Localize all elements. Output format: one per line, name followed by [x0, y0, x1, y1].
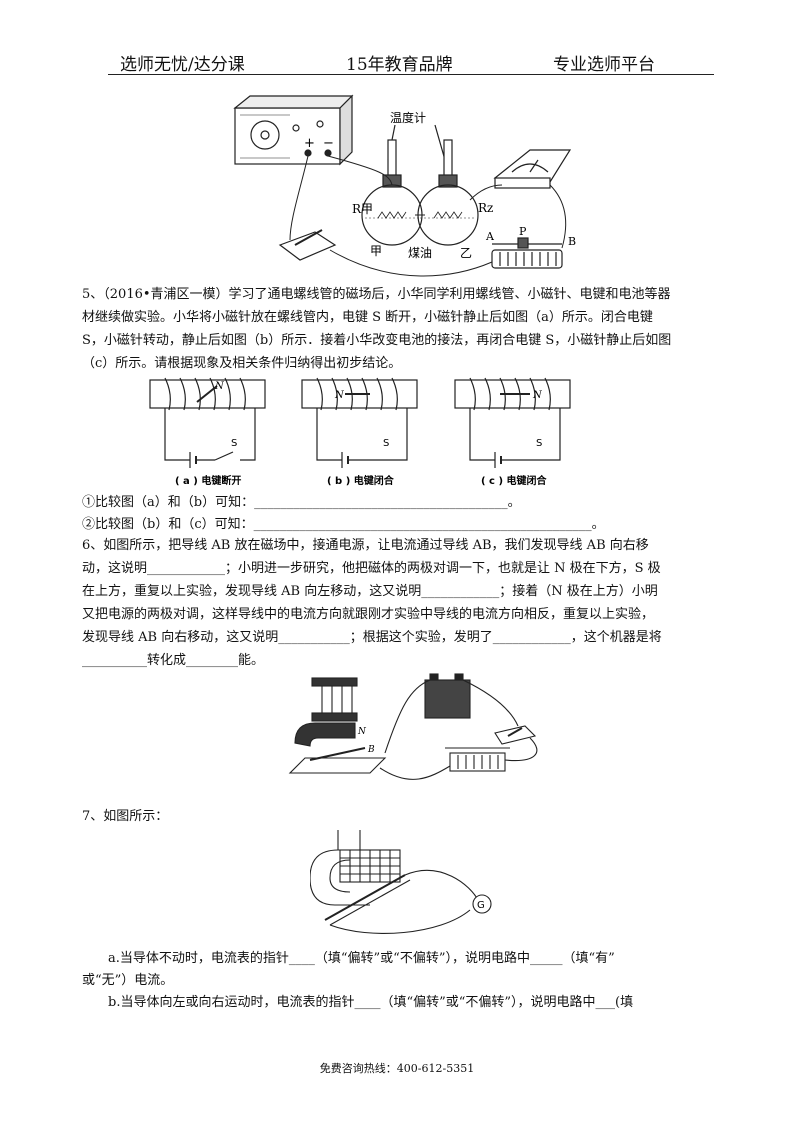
rheostat-p-label: P — [519, 225, 527, 238]
galvanometer-label: G — [477, 900, 485, 911]
minus-terminal-label: − — [323, 136, 334, 151]
q5-line-1: 5、（2016•青浦区一模）学习了通电螺线管的磁场后，小华同学利用螺线管、小磁针… — [82, 287, 671, 302]
panel-a-n-label: N — [214, 381, 225, 392]
panel-c-n-label: N — [532, 390, 543, 401]
q6-line-2: 动，这说明____________；小明进一步研究，他把磁体的两极对调一下，也就… — [82, 561, 661, 576]
magnet-on-base — [288, 722, 387, 774]
panel-b-n-label: N — [334, 390, 345, 401]
motor-b-label: B — [367, 745, 375, 755]
rheostat-b-label: B — [568, 235, 576, 248]
q6-line-6: __________转化成________能。 — [82, 653, 265, 668]
q6-line-1: 6、如图所示，把导线 AB 放在磁场中，接通电源，让电流通过导线 AB，我们发现… — [82, 538, 649, 553]
r-yi-label: Rz — [478, 201, 493, 215]
switch — [278, 229, 337, 261]
q5-line-3: S，小磁针转动，静止后如图（b）所示．接着小华改变电池的接法，再闭合电键 S，小… — [82, 333, 672, 348]
plus-terminal-label: + — [304, 136, 315, 151]
panel-a-caption: ( a ) 电键断开 — [175, 474, 241, 487]
motor-switch — [494, 725, 537, 745]
panel-b-caption: ( b ) 电键闭合 — [327, 474, 395, 487]
header-center: 15年教育品牌 — [346, 55, 453, 75]
q6-line-4: 又把电源的两极对调，这样导线中的电流方向就跟刚才实验中导线的电流方向相反，重复以… — [82, 607, 655, 622]
solenoid-panel-b — [301, 377, 418, 468]
panel-a-s-label: S — [231, 438, 237, 449]
induction-figure: G — [310, 830, 492, 934]
wires — [289, 155, 567, 277]
motor-experiment-figure: N B — [288, 673, 538, 780]
motor-n-label: N — [357, 727, 367, 737]
footer-hotline: 免费咨询热线：400-612-5351 — [319, 1062, 475, 1075]
solenoid-panel-c — [454, 377, 571, 468]
header-left: 选师无忧/达分课 — [120, 55, 245, 75]
q5-line-2: 材继续做实验。小华将小磁针放在螺线管内，电键 S 断开，小磁针静止后如图（a）所… — [82, 310, 653, 325]
q7-a-line-2: 或“无”）电流。 — [82, 973, 174, 988]
header-right: 专业选师平台 — [553, 55, 655, 75]
flasks — [361, 124, 479, 246]
q7-a-line-1: a.当导体不动时，电流表的指针____（填“偏转”或“不偏转”），说明电路中__… — [108, 951, 615, 966]
panel-c-caption: ( c ) 电键闭合 — [481, 474, 548, 487]
thermometer-label: 温度计 — [390, 110, 426, 125]
q7-title: 7、如图所示： — [82, 809, 169, 824]
q5-line-4: （c）所示。请根据现象及相关条件归纳得出初步结论。 — [82, 356, 402, 371]
solenoid-figure: N S N S N S ( a ) 电键断开 ( b ) 电键闭合 ( c ) … — [149, 377, 571, 487]
r-jia-label: R甲 — [352, 202, 373, 216]
joule-heating-figure: + − 温度计 R甲 Rz 甲 煤油 乙 A — [233, 94, 576, 277]
solenoid-panel-a — [149, 377, 266, 468]
power-supply — [233, 94, 354, 166]
oil-label: 煤油 — [408, 246, 432, 260]
q6-line-3: 在上方，重复以上实验，发现导线 AB 向左移动，这又说明____________… — [82, 584, 658, 599]
yi-label: 乙 — [460, 246, 472, 260]
panel-b-s-label: S — [383, 438, 389, 449]
q5-compare-1: ①比较图（a）和（b）可知：__________________________… — [82, 495, 521, 510]
ammeter — [493, 149, 572, 189]
jia-label: 甲 — [370, 244, 382, 258]
field-inset — [311, 677, 358, 722]
header-rule — [108, 74, 714, 75]
rheostat-a-label: A — [485, 230, 495, 243]
q6-line-5: 发现导线 AB 向右移动，这又说明___________；根据这个实验，发明了_… — [82, 630, 662, 645]
q5-compare-2: ②比较图（b）和（c）可知：__________________________… — [82, 517, 605, 532]
battery — [424, 673, 471, 719]
motor-rheostat — [445, 747, 510, 772]
rheostat — [491, 237, 563, 269]
panel-c-s-label: S — [536, 438, 542, 449]
q7-b-line-1: b.当导体向左或向右运动时，电流表的指针____（填“偏转”或“不偏转”），说明… — [108, 995, 634, 1010]
